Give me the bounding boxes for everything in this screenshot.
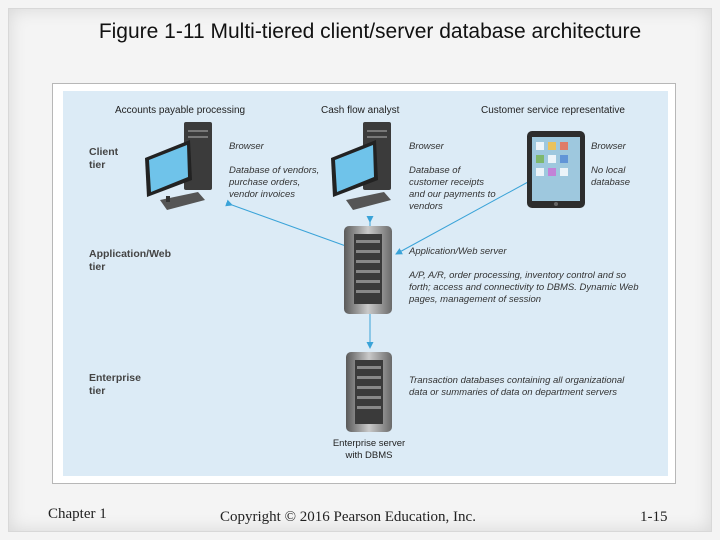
- role-accounts-payable: Accounts payable processing: [115, 105, 246, 116]
- footer-chapter: Chapter 1: [48, 506, 107, 522]
- slide-title: Figure 1-11 Multi-tiered client/server d…: [98, 20, 642, 43]
- client1-data: Database of vendors, purchase orders, ve…: [229, 165, 320, 200]
- client2-app: Browser: [409, 141, 444, 152]
- app-server-name: Application/Web server: [409, 246, 507, 257]
- footer-page-number: 1-15: [640, 509, 668, 525]
- footer-copyright: Copyright © 2016 Pearson Education, Inc.: [220, 509, 476, 525]
- app-server-icon: [344, 226, 392, 314]
- tier-enterprise-label: Enterprise tier: [89, 372, 141, 397]
- role-customer-service: Customer service representative: [481, 105, 625, 116]
- enterprise-server-name: Enterprise server with DBMS: [332, 438, 406, 461]
- arrow-tablet-to-server: [395, 176, 535, 255]
- client3-app: Browser: [591, 141, 626, 152]
- app-server-description: A/P, A/R, order processing, inventory co…: [409, 270, 639, 305]
- client1-app: Browser: [229, 141, 264, 152]
- tier-client-label: Client tier: [89, 146, 119, 171]
- slide-frame: [8, 8, 712, 532]
- workstation-icon-cash-flow: [331, 122, 391, 210]
- role-cash-flow-analyst: Cash flow analyst: [321, 105, 400, 116]
- client3-data: No local database: [591, 165, 631, 188]
- tablet-icon: [527, 131, 585, 208]
- enterprise-server-icon: [346, 352, 392, 432]
- tier-application-label: Application/Web tier: [89, 248, 172, 273]
- workstation-icon-accounts-payable: [145, 122, 212, 210]
- enterprise-description: Transaction databases containing all org…: [409, 375, 625, 398]
- client2-data: Database of customer receipts and our pa…: [409, 165, 496, 212]
